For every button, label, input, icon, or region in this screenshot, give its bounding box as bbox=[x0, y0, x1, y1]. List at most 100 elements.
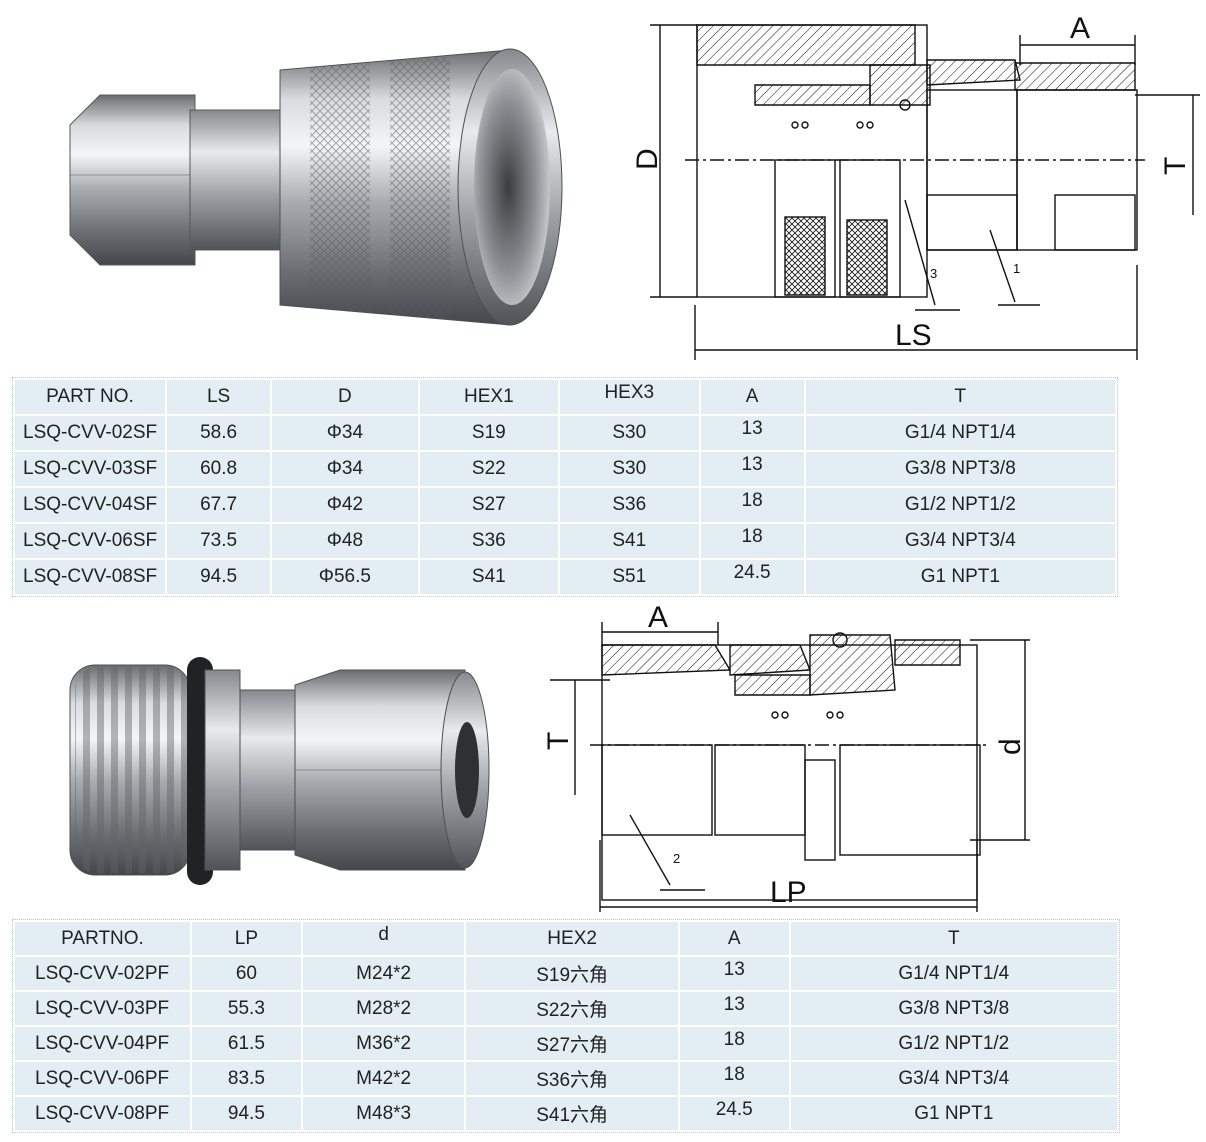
t-cell: G1 NPT1 bbox=[790, 1097, 1117, 1130]
d-cell: Φ34 bbox=[272, 416, 418, 450]
table-row: LSQ-CVV-06PF 83.5 M42*2 S36六角 18 G3/4 NP… bbox=[15, 1062, 1117, 1095]
a-cell: 18 bbox=[679, 1027, 789, 1060]
d-cell: Φ34 bbox=[272, 452, 418, 486]
lp-cell: 94.5 bbox=[192, 1097, 301, 1130]
header-d: d bbox=[302, 922, 465, 955]
a-cell: 13 bbox=[679, 992, 789, 1025]
hex3-cell: S41 bbox=[560, 524, 699, 558]
hex2-mark: 2 bbox=[673, 851, 680, 866]
d-cell: M42*2 bbox=[302, 1062, 465, 1095]
ls-cell: 67.7 bbox=[167, 488, 271, 522]
t-cell: G1/2 NPT1/2 bbox=[805, 488, 1115, 522]
male-nipple-spec-table: PARTNO. LP d HEX2 A T LSQ-CVV-02PF 60 M2… bbox=[12, 919, 1120, 1133]
header-t: T bbox=[805, 380, 1115, 414]
table-row: LSQ-CVV-04PF 61.5 M36*2 S27六角 18 G1/2 NP… bbox=[15, 1027, 1117, 1060]
part-no-cell: LSQ-CVV-04SF bbox=[15, 488, 165, 522]
part-no-cell: LSQ-CVV-02SF bbox=[15, 416, 165, 450]
d-cell: M48*3 bbox=[302, 1097, 465, 1130]
t-cell: G3/4 NPT3/4 bbox=[790, 1062, 1117, 1095]
dim-ls-label: LS bbox=[895, 319, 932, 352]
t-cell: G3/4 NPT3/4 bbox=[805, 524, 1115, 558]
lp-cell: 61.5 bbox=[192, 1027, 301, 1060]
male-nipple-drawing: A T d LP 2 bbox=[542, 601, 1030, 912]
dim-lp-label: LP bbox=[770, 876, 807, 909]
part-no-cell: LSQ-CVV-04PF bbox=[15, 1027, 190, 1060]
t-cell: G1/2 NPT1/2 bbox=[790, 1027, 1117, 1060]
t-cell: G1/4 NPT1/4 bbox=[805, 416, 1115, 450]
a-cell: 18 bbox=[700, 524, 804, 558]
hex1-cell: S22 bbox=[419, 452, 559, 486]
dim-d-label: D bbox=[631, 148, 664, 170]
header-hex2: HEX2 bbox=[466, 922, 678, 955]
t-cell: G1/4 NPT1/4 bbox=[790, 957, 1117, 990]
d-cell: Φ48 bbox=[272, 524, 418, 558]
ls-cell: 94.5 bbox=[167, 560, 271, 594]
d-cell: M28*2 bbox=[302, 992, 465, 1025]
part-no-cell: LSQ-CVV-02PF bbox=[15, 957, 190, 990]
table-header-row: PART NO. LS D HEX1 HEX3 A T bbox=[15, 380, 1115, 414]
hex1-mark: 1 bbox=[1013, 261, 1020, 276]
hex3-cell: S36 bbox=[560, 488, 699, 522]
a-cell: 18 bbox=[700, 488, 804, 522]
hex1-cell: S19 bbox=[419, 416, 559, 450]
hex1-cell: S41 bbox=[419, 560, 559, 594]
header-d: D bbox=[272, 380, 418, 414]
hex2-cell: S36六角 bbox=[466, 1062, 678, 1095]
ls-cell: 58.6 bbox=[167, 416, 271, 450]
lp-cell: 83.5 bbox=[192, 1062, 301, 1095]
female-coupler-drawing: A D T LS 3 1 bbox=[631, 12, 1200, 360]
a-cell: 24.5 bbox=[700, 560, 804, 594]
dim-d-label-2: d bbox=[994, 738, 1027, 755]
header-lp: LP bbox=[192, 922, 301, 955]
dim-t-label-2: T bbox=[542, 732, 575, 750]
lp-cell: 55.3 bbox=[192, 992, 301, 1025]
d-cell: Φ56.5 bbox=[272, 560, 418, 594]
t-cell: G3/8 NPT3/8 bbox=[790, 992, 1117, 1025]
male-nipple-photo bbox=[69, 657, 490, 885]
d-cell: M24*2 bbox=[302, 957, 465, 990]
t-cell: G1 NPT1 bbox=[805, 560, 1115, 594]
t-cell: G3/8 NPT3/8 bbox=[805, 452, 1115, 486]
hex2-cell: S19六角 bbox=[466, 957, 678, 990]
female-coupler-spec-table: PART NO. LS D HEX1 HEX3 A T LSQ-CVV-02SF… bbox=[12, 377, 1118, 597]
table-header-row: PARTNO. LP d HEX2 A T bbox=[15, 922, 1117, 955]
header-part-no: PARTNO. bbox=[15, 922, 190, 955]
d-cell: M36*2 bbox=[302, 1027, 465, 1060]
part-no-cell: LSQ-CVV-08PF bbox=[15, 1097, 190, 1130]
ls-cell: 60.8 bbox=[167, 452, 271, 486]
part-no-cell: LSQ-CVV-03SF bbox=[15, 452, 165, 486]
table-row: LSQ-CVV-06SF 73.5 Φ48 S36 S41 18 G3/4 NP… bbox=[15, 524, 1115, 558]
table-row: LSQ-CVV-08SF 94.5 Φ56.5 S41 S51 24.5 G1 … bbox=[15, 560, 1115, 594]
table-row: LSQ-CVV-04SF 67.7 Φ42 S27 S36 18 G1/2 NP… bbox=[15, 488, 1115, 522]
header-hex3: HEX3 bbox=[560, 380, 699, 414]
table-row: LSQ-CVV-03SF 60.8 Φ34 S22 S30 13 G3/8 NP… bbox=[15, 452, 1115, 486]
hex2-cell: S27六角 bbox=[466, 1027, 678, 1060]
table-row: LSQ-CVV-02SF 58.6 Φ34 S19 S30 13 G1/4 NP… bbox=[15, 416, 1115, 450]
hex1-cell: S36 bbox=[419, 524, 559, 558]
lp-cell: 60 bbox=[192, 957, 301, 990]
part-no-cell: LSQ-CVV-06SF bbox=[15, 524, 165, 558]
header-hex1: HEX1 bbox=[419, 380, 559, 414]
part-no-cell: LSQ-CVV-06PF bbox=[15, 1062, 190, 1095]
header-a: A bbox=[700, 380, 804, 414]
ls-cell: 73.5 bbox=[167, 524, 271, 558]
female-coupler-photo bbox=[69, 48, 563, 326]
a-cell: 24.5 bbox=[679, 1097, 789, 1130]
part-no-cell: LSQ-CVV-03PF bbox=[15, 992, 190, 1025]
hex3-cell: S51 bbox=[560, 560, 699, 594]
header-t: T bbox=[790, 922, 1117, 955]
dim-t-label: T bbox=[1159, 157, 1192, 175]
header-a: A bbox=[679, 922, 789, 955]
table-row: LSQ-CVV-03PF 55.3 M28*2 S22六角 13 G3/8 NP… bbox=[15, 992, 1117, 1025]
table-row: LSQ-CVV-08PF 94.5 M48*3 S41六角 24.5 G1 NP… bbox=[15, 1097, 1117, 1130]
hex3-cell: S30 bbox=[560, 416, 699, 450]
header-part-no: PART NO. bbox=[15, 380, 165, 414]
hex2-cell: S41六角 bbox=[466, 1097, 678, 1130]
a-cell: 13 bbox=[679, 957, 789, 990]
hex2-cell: S22六角 bbox=[466, 992, 678, 1025]
part-no-cell: LSQ-CVV-08SF bbox=[15, 560, 165, 594]
table-row: LSQ-CVV-02PF 60 M24*2 S19六角 13 G1/4 NPT1… bbox=[15, 957, 1117, 990]
dim-a-label-2: A bbox=[648, 601, 668, 634]
hex3-mark: 3 bbox=[930, 266, 937, 281]
hex3-cell: S30 bbox=[560, 452, 699, 486]
